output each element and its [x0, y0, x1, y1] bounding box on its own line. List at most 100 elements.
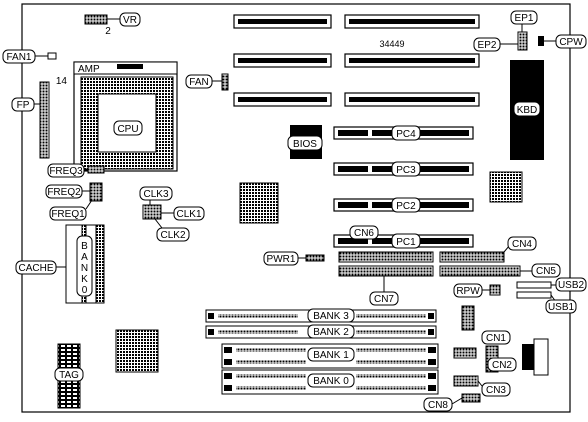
- fan-label: FAN: [189, 77, 208, 88]
- isa-slot-2-right-fill: [349, 58, 475, 63]
- bank3-label: BANK 3: [313, 311, 349, 322]
- isa-slot-3-right-fill: [349, 97, 475, 102]
- bank0-v-char-1: B: [81, 241, 88, 252]
- pin-index-label: 14: [56, 76, 68, 87]
- vr-index-label: 2: [105, 26, 111, 37]
- isa-slot-1-left-fill: [238, 19, 327, 24]
- bank0-v-char-3: N: [81, 263, 88, 274]
- ep2-label: EP2: [478, 40, 497, 51]
- clk2-label: CLK2: [160, 230, 185, 241]
- clk-jumpers: [142, 204, 162, 220]
- cpw-connector: [538, 36, 544, 46]
- clk3-label-box: [139, 186, 173, 201]
- cn2-label-box: [487, 357, 517, 372]
- bank1-label: BANK 1: [313, 350, 349, 361]
- clk3-label: CLK3: [143, 189, 168, 200]
- kbd-label: KBD: [517, 105, 538, 116]
- amp-lever-mark: [117, 64, 143, 69]
- bank0-v-char-4: K: [81, 274, 88, 285]
- bank0-v-char-5: 0: [82, 285, 88, 296]
- cn5-label: CN5: [536, 266, 556, 277]
- ep1-label-box: [510, 10, 538, 25]
- bank2-label: BANK 2: [313, 327, 349, 338]
- bank3-label-box: [307, 308, 355, 323]
- freq1-label: FREQ1: [51, 209, 85, 220]
- cn4-connector: [439, 251, 505, 263]
- isa-slot-2-left-fill: [238, 58, 327, 63]
- freq3-label: FREQ3: [49, 166, 83, 177]
- pc3-label: PC3: [396, 165, 416, 176]
- pc1-label-box: [391, 233, 421, 249]
- pc1-label: PC1: [396, 237, 416, 248]
- cn8-label-box: [423, 397, 453, 412]
- chipset-chip-a: [115, 329, 159, 373]
- cn8-connector: [461, 393, 481, 403]
- pwr1-label: PWR1: [267, 254, 296, 265]
- power-connector-housing: [533, 338, 549, 376]
- cn2-connector: [453, 347, 477, 359]
- cn5-label-box: [531, 263, 561, 278]
- cpu-label-box: [113, 120, 143, 136]
- tag-label-box: [54, 367, 84, 382]
- cn7-label-box: [369, 291, 399, 306]
- cn1-connector: [461, 305, 475, 331]
- cpu-label: CPU: [117, 124, 138, 135]
- bank2-label-box: [307, 324, 355, 339]
- cn4-label-box: [507, 236, 537, 251]
- cpw-label-box: [555, 34, 587, 49]
- rpw-connector: [489, 284, 501, 296]
- cn7-label: CN7: [374, 294, 394, 305]
- usb1-label: USB1: [548, 302, 575, 313]
- cpw-label: CPW: [559, 37, 583, 48]
- freq1-label-box: [49, 206, 87, 221]
- ep1-label: EP1: [515, 13, 534, 24]
- pc4-label-box: [391, 125, 421, 141]
- bank0-label-box: [307, 373, 355, 388]
- chipset-chip-b: [239, 182, 279, 224]
- bank0-vertical-box: [76, 235, 93, 297]
- cn5-connector: [439, 265, 521, 277]
- kbd-label-box: [513, 101, 541, 117]
- cn3-label: CN3: [486, 385, 506, 396]
- pc2-label-box: [391, 197, 421, 213]
- cn6-label: CN6: [354, 228, 374, 239]
- pc3-label-box: [391, 161, 421, 177]
- fp-label: FP: [17, 100, 30, 111]
- vr-label-box: [119, 12, 141, 27]
- cn8-label: CN8: [428, 400, 448, 411]
- vr-jumper: [84, 14, 108, 25]
- fan1-label: FAN1: [6, 52, 31, 63]
- freq-jumpers: [89, 182, 103, 202]
- usb2-label-box: [555, 277, 587, 292]
- fp-header: [39, 81, 50, 159]
- usb1-label-box: [545, 299, 577, 314]
- pwr1-connector: [305, 254, 325, 262]
- isa-slot-1-right-fill: [349, 19, 475, 24]
- usb2-connector: [516, 281, 552, 289]
- usb2-label: USB2: [558, 280, 585, 291]
- clk2-label-box: [156, 227, 190, 242]
- tag-label: TAG: [59, 370, 79, 381]
- cn3-connector: [453, 375, 479, 387]
- vr-label: VR: [123, 15, 137, 26]
- freq2-label: FREQ2: [47, 187, 81, 198]
- fan1-connector: [47, 52, 57, 60]
- pc2-label: PC2: [396, 201, 416, 212]
- bank0-label: BANK 0: [313, 376, 349, 387]
- cn1-label: CN1: [486, 333, 506, 344]
- cn4-label: CN4: [512, 239, 532, 250]
- pc4-label: PC4: [396, 129, 416, 140]
- cache-label: CACHE: [18, 263, 53, 274]
- bank1-label-box: [307, 347, 355, 362]
- usb1-connector: [516, 291, 552, 299]
- isa-slot-3-left-fill: [238, 97, 327, 102]
- ep-jumpers: [517, 31, 528, 51]
- ide-connector-lower-left: [338, 265, 434, 277]
- board-id-label: 34449: [379, 39, 404, 49]
- bios-label: BIOS: [293, 139, 317, 150]
- freq3-jumper: [87, 165, 105, 174]
- fan-connector: [221, 73, 229, 91]
- cn2-label: CN2: [492, 360, 512, 371]
- cn1-label-box: [481, 330, 511, 345]
